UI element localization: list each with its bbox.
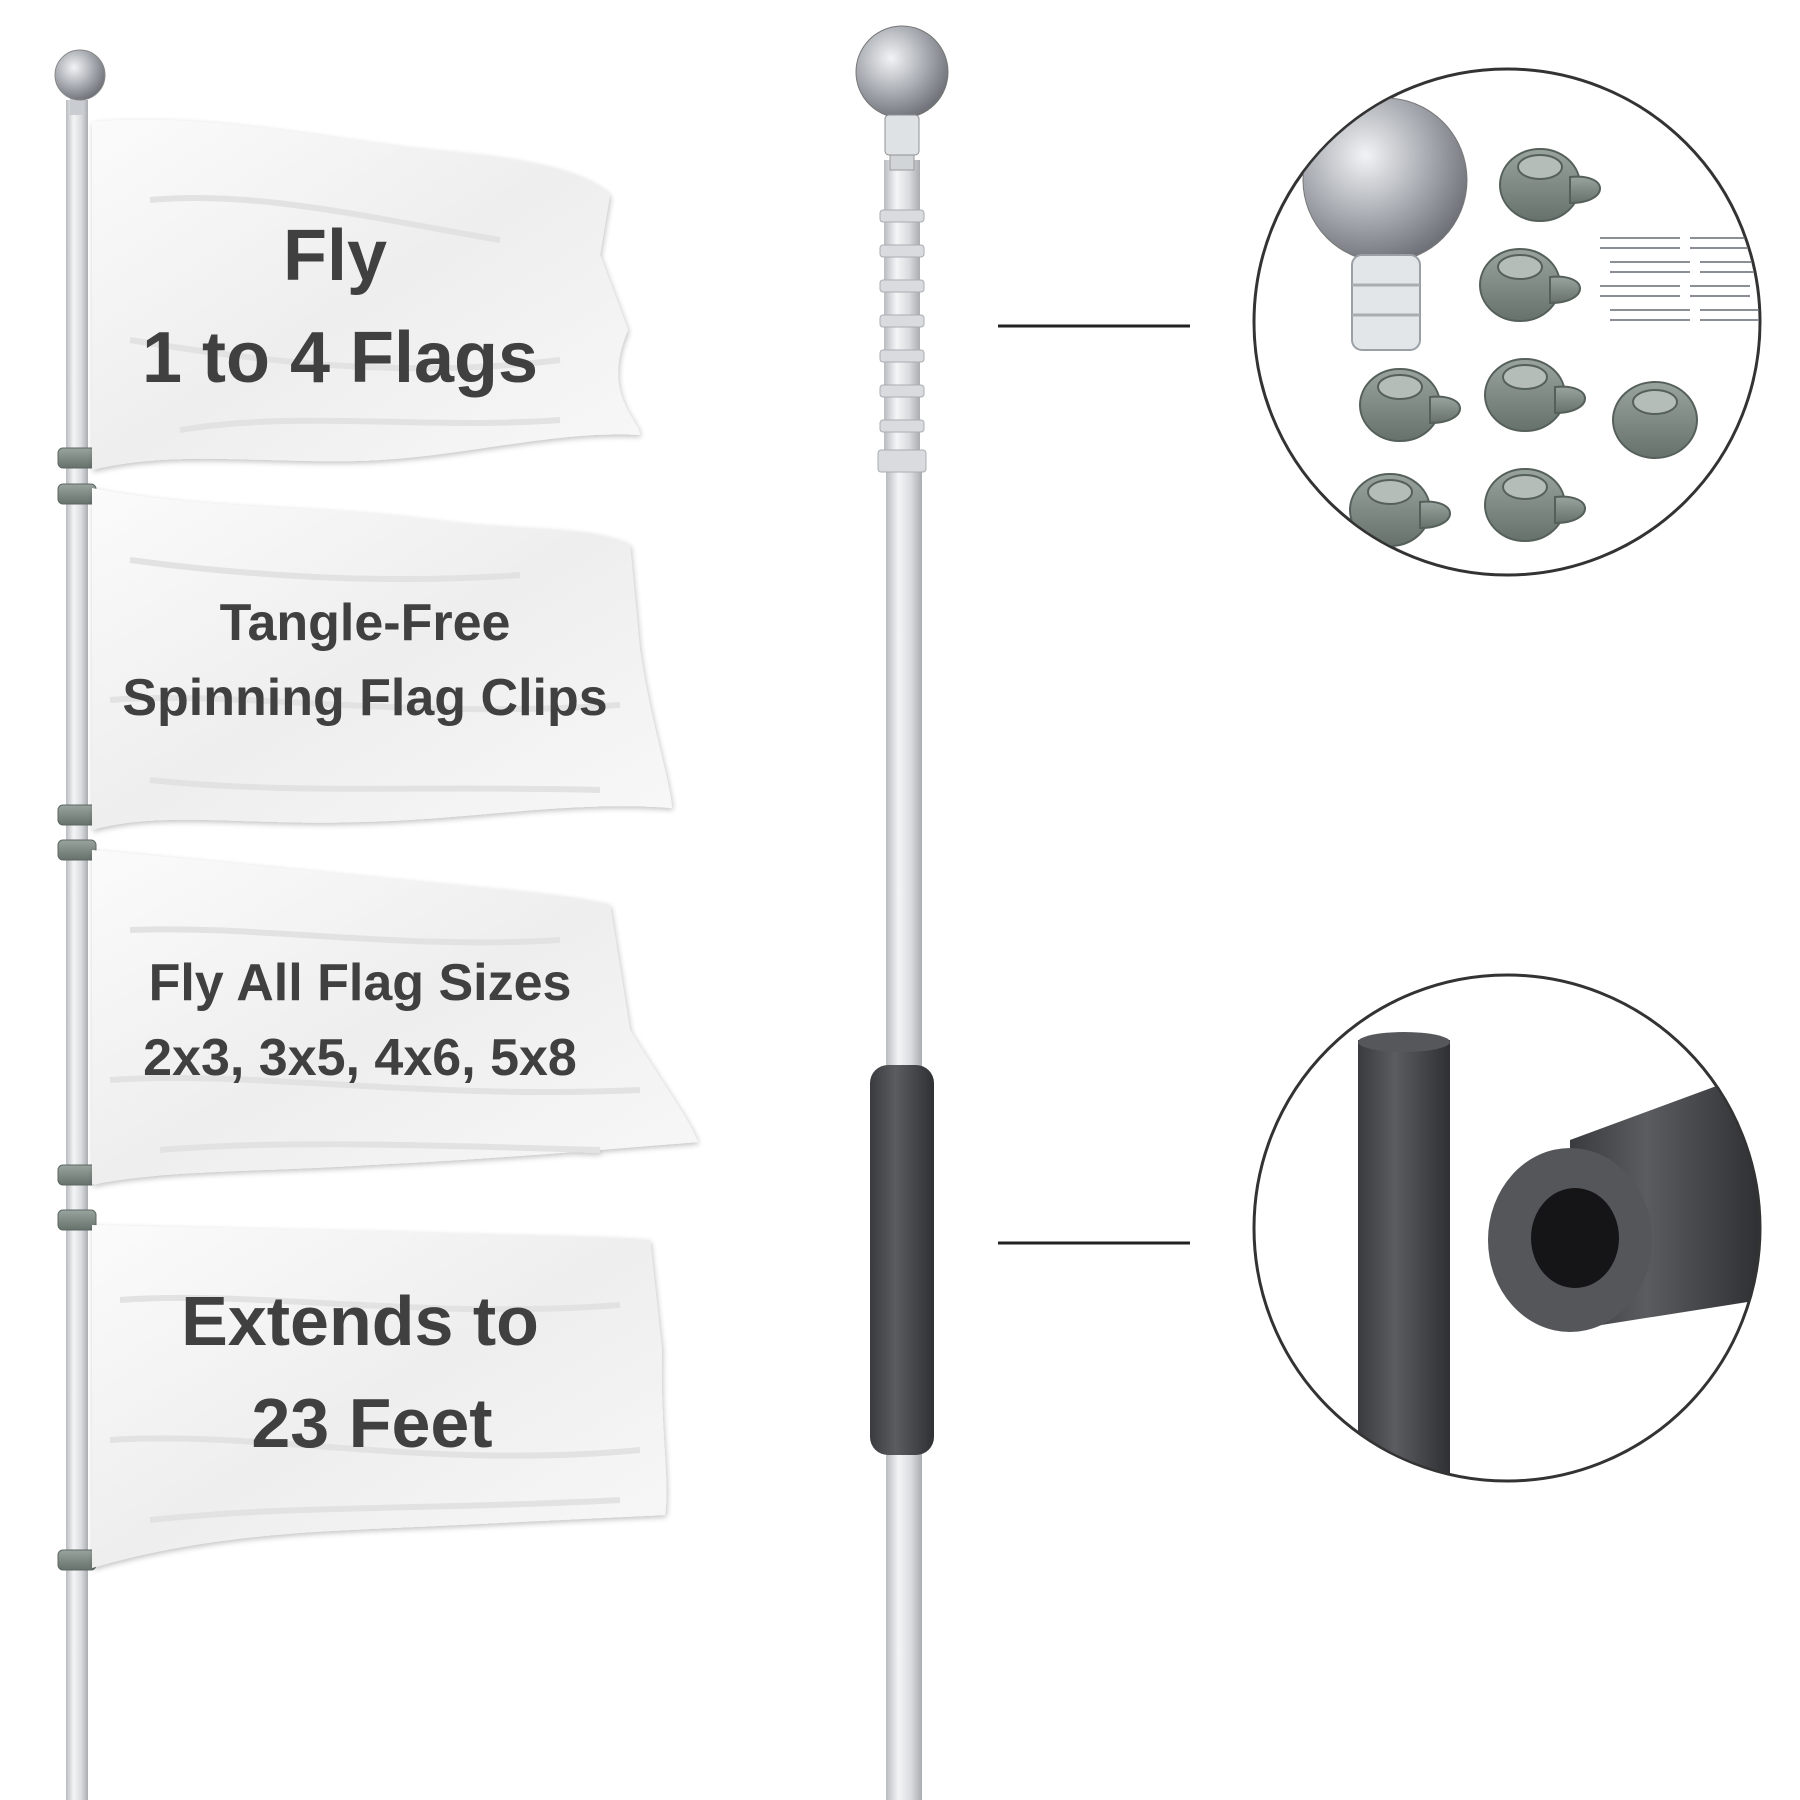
spinning-clip-icon: [1349, 148, 1698, 547]
flag-2: Tangle-Free Spinning Flag Clips: [92, 488, 672, 830]
flag-4: Extends to 23 Feet: [92, 1225, 667, 1568]
flag-2-line-2: Spinning Flag Clips: [122, 669, 607, 727]
flag-3-line-1: Fly All Flag Sizes: [149, 954, 572, 1012]
ball-topper-icon: [1302, 97, 1468, 263]
left-flagpole: [54, 49, 106, 1800]
flag-1-line-1: Fly: [283, 216, 387, 296]
ball-topper-icon: [54, 49, 106, 101]
flag-3: Fly All Flag Sizes 2x3, 3x5, 4x6, 5x8: [92, 850, 698, 1185]
center-flagpole: [855, 25, 949, 1800]
foam-grip: [870, 1065, 934, 1455]
callout-circle-accessories: [1252, 67, 1762, 577]
flag-1-line-2: 1 to 4 Flags: [142, 318, 538, 398]
flag-2-line-1: Tangle-Free: [220, 594, 511, 652]
flag-4-line-1: Extends to: [181, 1282, 539, 1360]
clip-pins-icon: [1600, 237, 1759, 321]
ball-topper-icon: [855, 25, 949, 119]
flag-1: Fly 1 to 4 Flags: [92, 119, 640, 471]
flag-3-line-2: 2x3, 3x5, 4x6, 5x8: [143, 1029, 577, 1087]
flag-clips: [57, 447, 97, 1571]
flag-4-line-2: 23 Feet: [251, 1384, 492, 1462]
callout-circle-foam-grip: [1252, 973, 1762, 1483]
